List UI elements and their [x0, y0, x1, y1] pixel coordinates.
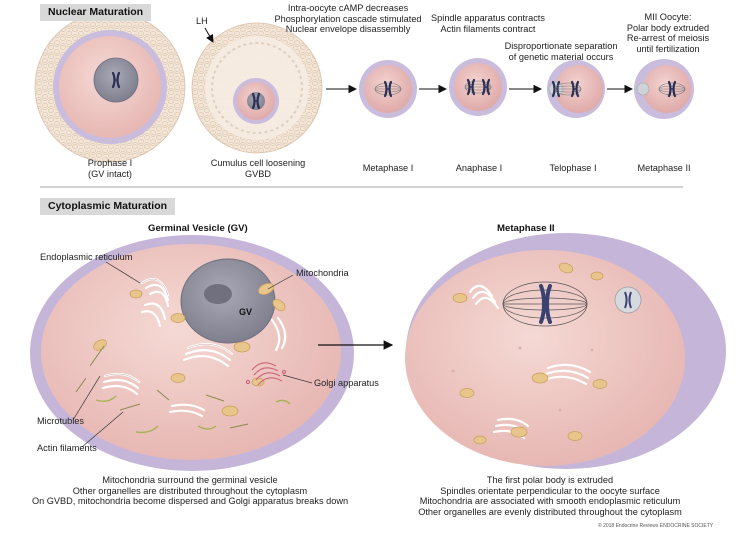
note-camp-line: Nuclear envelope disassembly	[285, 24, 411, 35]
prophase-oocyte	[34, 11, 186, 163]
mii-caption-line: Mitochondria are associated with smooth …	[419, 496, 681, 507]
mii-title: Metaphase II	[497, 223, 555, 234]
gv-caption: Mitochondria surround the germinal vesic…	[30, 475, 350, 507]
lh-label: LH	[196, 16, 208, 26]
label-er: Endoplasmic reticulum	[40, 252, 133, 262]
note-separation-line: Disproportionate separation	[504, 41, 618, 51]
stage-prophase: Prophase I (GV intact)	[60, 158, 160, 179]
leader-lines	[72, 261, 313, 448]
gv-caption-line: Other organelles are distributed through…	[72, 485, 308, 496]
nuclear-maturation-header: Nuclear Maturation	[40, 4, 152, 21]
metaphase1-oocyte	[359, 60, 417, 118]
note-mii: MII Oocyte: Polar body extruded Re-arres…	[618, 12, 718, 54]
mii-oocyte-detail	[405, 233, 726, 469]
note-mii-line: MII Oocyte:	[644, 12, 692, 22]
stage-telophase1: Telophase I	[549, 163, 597, 173]
stage-prophase-line: (GV intact)	[88, 168, 132, 179]
mii-caption: The first polar body is extruded Spindle…	[400, 475, 700, 517]
note-camp-line: Phosphorylation cascade stimulated	[274, 13, 422, 24]
stage-prophase-line: Prophase I	[87, 158, 133, 168]
note-mii-line: until fertilization	[636, 43, 700, 54]
label-actin: Actin filaments	[37, 443, 97, 453]
lh-arrow	[204, 27, 214, 43]
label-mitochondria: Mitochondria	[296, 268, 349, 278]
stage-gvbd: Cumulus cell loosening GVBD	[196, 158, 320, 179]
mii-caption-line: The first polar body is extruded	[486, 475, 614, 485]
gv-title: Germinal Vesicle (GV)	[148, 223, 248, 234]
stage-anaphase1: Anaphase I	[455, 163, 503, 173]
gv-nucleus-label: GV	[239, 307, 253, 317]
telophase1-oocyte	[547, 60, 605, 118]
note-spindle-line: Actin filaments contract	[440, 23, 536, 34]
note-spindle-line: Spindle apparatus contracts	[431, 13, 545, 23]
stage-metaphase2: Metaphase II	[637, 163, 691, 173]
gvbd-oocyte	[191, 22, 323, 154]
stage-metaphase1: Metaphase I	[362, 163, 414, 173]
note-mii-line: Polar body extruded	[626, 22, 710, 33]
note-camp-line: Intra-oocyte cAMP decreases	[287, 3, 409, 13]
note-separation-line: of genetic material occurs	[508, 51, 614, 62]
note-mii-line: Re-arrest of meiosis	[626, 33, 710, 44]
note-camp: Intra-oocyte cAMP decreases Phosphorylat…	[268, 3, 428, 35]
mii-caption-line: Other organelles are evenly distributed …	[418, 506, 682, 517]
gv-oocyte-detail	[30, 235, 354, 471]
mii-caption-line: Spindles orientate perpendicular to the …	[440, 485, 660, 496]
note-spindle: Spindle apparatus contracts Actin filame…	[418, 13, 558, 34]
cytoplasmic-maturation-header: Cytoplasmic Maturation	[40, 198, 176, 215]
gv-caption-line: Mitochondria surround the germinal vesic…	[102, 475, 278, 485]
metaphase2-oocyte	[634, 59, 694, 119]
anaphase1-oocyte	[449, 58, 507, 116]
copyright: © 2018 Endocrine Reviews ENDOCRINE SOCIE…	[598, 523, 714, 529]
gv-caption-line: On GVBD, mitochondria become dispersed a…	[31, 496, 349, 507]
note-separation: Disproportionate separation of genetic m…	[496, 41, 626, 62]
label-microtubles: Microtubles	[37, 416, 84, 426]
label-golgi: Golgi apparatus	[314, 378, 379, 388]
stage-gvbd-line: GVBD	[244, 168, 272, 179]
stage-gvbd-line: Cumulus cell loosening	[210, 158, 306, 168]
